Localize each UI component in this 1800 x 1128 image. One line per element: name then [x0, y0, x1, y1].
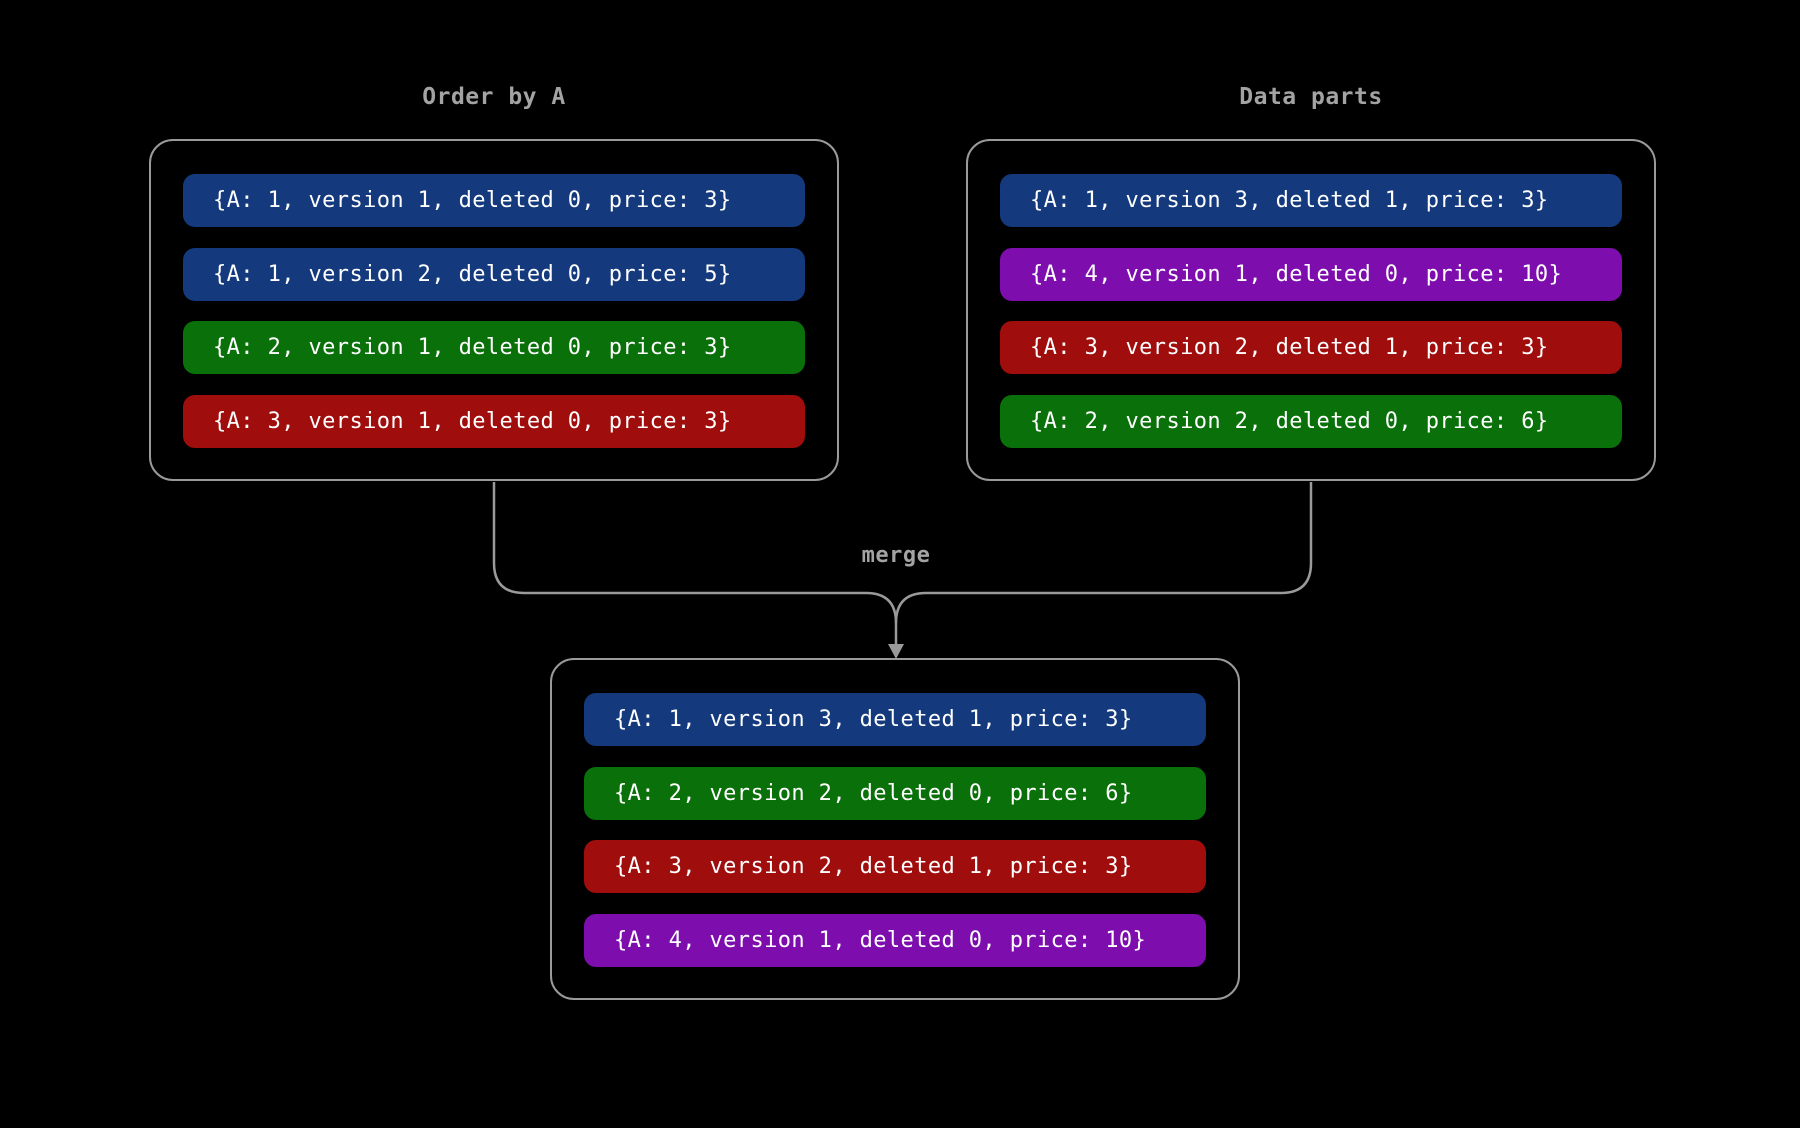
- data-part-row: {A: 2, version 1, deleted 0, price: 3}: [183, 321, 805, 375]
- data-part-row: {A: 2, version 2, deleted 0, price: 6}: [584, 766, 1206, 820]
- data-part-row: {A: 3, version 2, deleted 1, price: 3}: [584, 840, 1206, 894]
- merge-arrowhead-icon: [888, 644, 904, 659]
- data-part-row: {A: 2, version 2, deleted 0, price: 6}: [1000, 394, 1622, 448]
- data-part-row: {A: 4, version 1, deleted 0, price: 10}: [1000, 247, 1622, 301]
- data-part-row: {A: 1, version 3, deleted 1, price: 3}: [1000, 174, 1622, 227]
- data-part-row: {A: 1, version 3, deleted 1, price: 3}: [584, 693, 1206, 746]
- data-part-row: {A: 1, version 2, deleted 0, price: 5}: [183, 247, 805, 301]
- order-by-a-panel: {A: 1, version 1, deleted 0, price: 3} {…: [149, 139, 839, 481]
- merge-connector-right: [894, 482, 1313, 624]
- data-part-row: {A: 3, version 1, deleted 0, price: 3}: [183, 394, 805, 448]
- data-part-row: {A: 1, version 1, deleted 0, price: 3}: [183, 174, 805, 227]
- data-parts-panel: {A: 1, version 3, deleted 1, price: 3} {…: [966, 139, 1656, 481]
- order-by-a-title: Order by A: [422, 84, 566, 110]
- merge-label: merge: [861, 543, 931, 568]
- data-parts-title: Data parts: [1239, 84, 1383, 110]
- merge-connector-left: [492, 482, 898, 646]
- data-part-row: {A: 3, version 2, deleted 1, price: 3}: [1000, 321, 1622, 375]
- data-part-row: {A: 4, version 1, deleted 0, price: 10}: [584, 913, 1206, 967]
- merged-panel: {A: 1, version 3, deleted 1, price: 3} {…: [550, 658, 1240, 1000]
